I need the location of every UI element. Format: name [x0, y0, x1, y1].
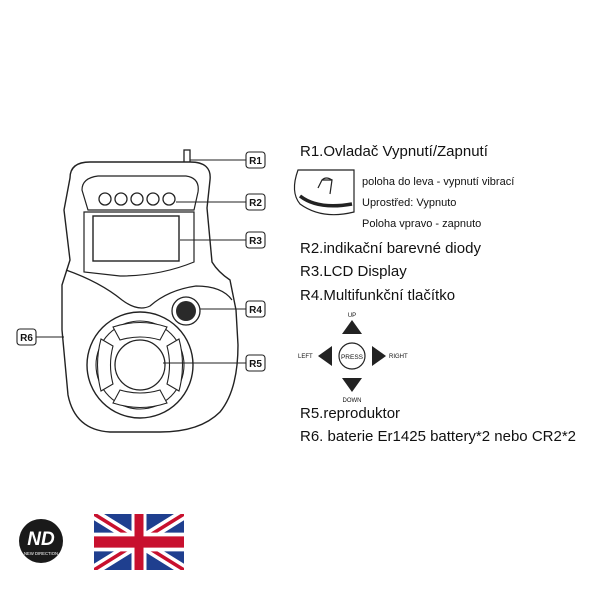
dpad-left-arrow	[318, 346, 332, 366]
callout-r1: R1	[249, 156, 262, 167]
callout-r6: R6	[20, 333, 33, 344]
lcd-screen	[92, 215, 180, 262]
callout-r2: R2	[249, 198, 262, 209]
speaker-segments	[96, 321, 184, 409]
nd-logo: ND NEW DIRECTION	[19, 519, 63, 563]
speaker-center	[114, 339, 166, 391]
device-top-cap	[81, 175, 199, 211]
device-lower-panel	[65, 269, 233, 309]
legend-r2: R2.indikační barevné diody	[300, 240, 481, 257]
led-row	[98, 192, 176, 206]
dpad-right-label: RIGHT	[389, 354, 408, 360]
lcd-frame	[83, 211, 195, 277]
switch-detail-icon	[293, 169, 355, 216]
dpad-up-label: UP	[348, 313, 356, 319]
legend-r1-title: R1.Ovladač Vypnutí/Zapnutí	[300, 143, 488, 160]
dpad-up-arrow	[342, 320, 362, 334]
dpad-diagram: PRESS UP DOWN LEFT RIGHT	[298, 313, 408, 404]
legend-r1-right: Poloha vpravo - zapnuto	[362, 218, 482, 230]
multifunction-button	[176, 301, 196, 321]
legend-r6: R6. baterie Er1425 battery*2 nebo CR2*2	[300, 428, 577, 445]
legend-r3: R3.LCD Display	[300, 263, 407, 280]
dpad-center-label: PRESS	[341, 354, 364, 361]
dpad-right-arrow	[372, 346, 386, 366]
legend-r4: R4.Multifunkční tlačítko	[300, 287, 456, 304]
dpad-down-label: DOWN	[343, 398, 362, 404]
dpad-press-circle	[338, 342, 366, 370]
callout-r5: R5	[249, 359, 262, 370]
legend-r1-mid: Uprostřed: Vypnuto	[362, 197, 457, 209]
uk-flag-icon	[94, 514, 184, 570]
callout-leaders	[36, 159, 246, 364]
callout-badges	[16, 151, 266, 372]
logo-initials: ND	[27, 529, 55, 550]
callout-r3: R3	[249, 236, 262, 247]
dpad-down-arrow	[342, 378, 362, 392]
legend-r5: R5.reproduktor	[300, 405, 401, 422]
callout-r4: R4	[249, 305, 262, 316]
legend-r1-left: poloha do leva - vypnutí vibrací	[362, 176, 515, 188]
logo-tagline: NEW DIRECTION	[24, 551, 58, 556]
dpad-left-label: LEFT	[298, 354, 313, 360]
